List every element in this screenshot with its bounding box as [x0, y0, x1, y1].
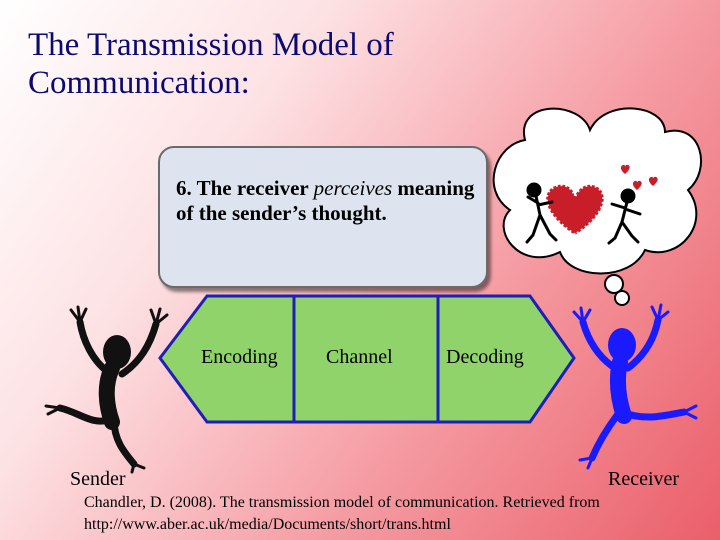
- receiver-figure-icon: [574, 305, 696, 468]
- sender-figure-icon: [46, 307, 167, 472]
- receiver-label: Receiver: [608, 468, 679, 490]
- channel-label: Channel: [326, 346, 393, 368]
- sender-label: Sender: [70, 468, 126, 490]
- citation: Chandler, D. (2008). The transmission mo…: [84, 492, 704, 536]
- citation-url: http://www.aber.ac.uk/media/Documents/sh…: [84, 514, 704, 536]
- citation-line-1: Chandler, D. (2008). The transmission mo…: [84, 492, 704, 514]
- encoding-label: Encoding: [201, 346, 278, 368]
- decoding-label: Decoding: [446, 346, 524, 368]
